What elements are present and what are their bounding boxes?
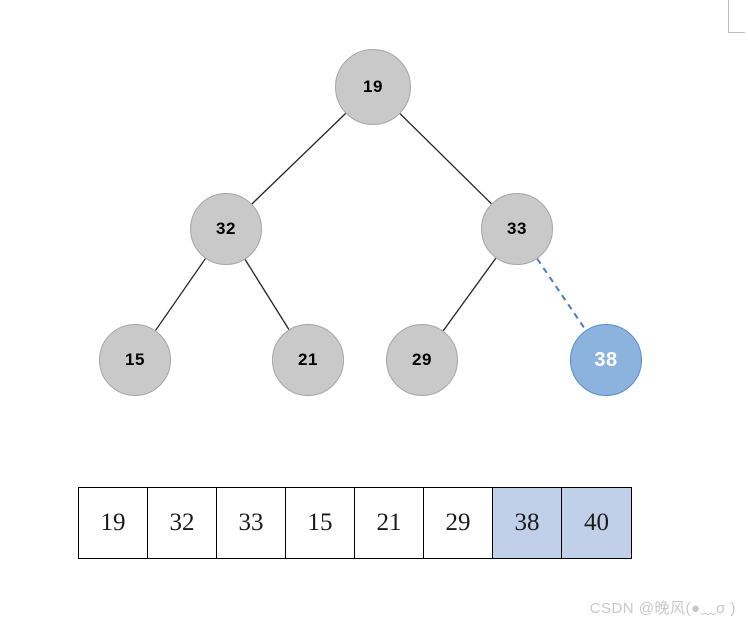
tree-edge-layer bbox=[155, 112, 587, 332]
tree-edge-dashed bbox=[536, 258, 587, 331]
tree-node-label: 19 bbox=[363, 77, 383, 96]
tree-edge bbox=[244, 259, 290, 330]
array-cell-4[interactable]: 21 bbox=[355, 488, 424, 558]
tree-node-29[interactable]: 29 bbox=[386, 324, 458, 396]
array-cell-6[interactable]: 38 bbox=[493, 488, 562, 558]
tree-node-19[interactable]: 19 bbox=[335, 49, 411, 125]
tree-node-32[interactable]: 32 bbox=[190, 193, 262, 265]
tree-node-33[interactable]: 33 bbox=[481, 193, 553, 265]
tree-node-label: 21 bbox=[298, 350, 318, 369]
tree-node-label: 15 bbox=[125, 350, 145, 369]
tree-node-label: 33 bbox=[507, 219, 527, 238]
watermark-text: CSDN @晚风(●﹏σ ) bbox=[589, 600, 736, 617]
tree-edge bbox=[399, 113, 492, 205]
tree-node-15[interactable]: 15 bbox=[99, 324, 171, 396]
array-cell-value: 19 bbox=[100, 509, 126, 536]
array-cell-value: 15 bbox=[307, 509, 333, 536]
array-cell-7[interactable]: 40 bbox=[562, 488, 631, 558]
tree-edge bbox=[155, 258, 206, 331]
array-cell-2[interactable]: 33 bbox=[217, 488, 286, 558]
tree-edge bbox=[442, 257, 497, 332]
tree-node-21[interactable]: 21 bbox=[272, 324, 344, 396]
array-cell-3[interactable]: 15 bbox=[286, 488, 355, 558]
array-cell-0[interactable]: 19 bbox=[79, 488, 148, 558]
array-cell-value: 33 bbox=[238, 509, 264, 536]
tree-node-label: 32 bbox=[216, 219, 236, 238]
tree-edge bbox=[251, 112, 347, 205]
array-table: 19 32 33 15 21 29 38 40 bbox=[78, 487, 632, 559]
array-cell-value: 40 bbox=[584, 509, 609, 536]
array-cell-value: 32 bbox=[169, 509, 195, 536]
tree-node-38[interactable]: 38 bbox=[570, 324, 642, 396]
array-cell-5[interactable]: 29 bbox=[424, 488, 493, 558]
array-cell-value: 29 bbox=[445, 509, 471, 536]
tree-node-label: 29 bbox=[412, 350, 432, 369]
corner-bracket-mark bbox=[728, 0, 745, 33]
array-cell-1[interactable]: 32 bbox=[148, 488, 217, 558]
tree-node-label: 38 bbox=[594, 348, 618, 371]
array-cell-value: 38 bbox=[514, 509, 540, 536]
array-cell-value: 21 bbox=[376, 509, 402, 536]
